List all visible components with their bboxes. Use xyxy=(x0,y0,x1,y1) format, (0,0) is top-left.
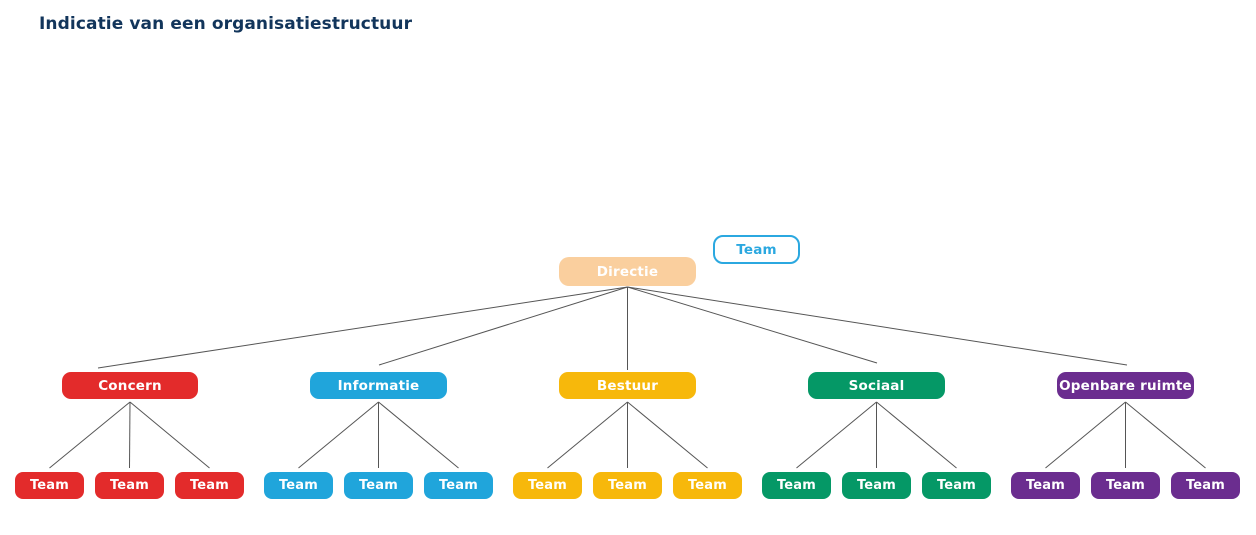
node-team-concern-1[interactable]: Team xyxy=(15,472,84,499)
node-team-concern-3-label: Team xyxy=(189,478,230,493)
page-title: Indicatie van een organisatiestructuur xyxy=(39,14,413,34)
node-team-legend[interactable]: Team xyxy=(713,235,800,264)
node-team-concern-1-label: Team xyxy=(29,478,70,493)
connector-openbare-ruimte-to-team-1 xyxy=(1045,401,1126,469)
connector-directie-to-dept-3 xyxy=(627,286,878,364)
node-team-openbare-ruimte-3[interactable]: Team xyxy=(1171,472,1240,499)
node-team-concern-2[interactable]: Team xyxy=(95,472,164,499)
node-team-sociaal-3-label: Team xyxy=(936,478,977,493)
node-team-concern-3[interactable]: Team xyxy=(175,472,244,499)
node-team-bestuur-2-label: Team xyxy=(607,478,648,493)
node-team-sociaal-3[interactable]: Team xyxy=(922,472,991,499)
connector-sociaal-to-team-3 xyxy=(876,401,957,469)
node-team-sociaal-2-label: Team xyxy=(856,478,897,493)
node-department-openbare-ruimte[interactable]: Openbare ruimte xyxy=(1057,372,1194,399)
node-team-informatie-2-label: Team xyxy=(358,478,399,493)
node-team-bestuur-1[interactable]: Team xyxy=(513,472,582,499)
node-team-openbare-ruimte-1[interactable]: Team xyxy=(1011,472,1080,499)
connector-directie-to-dept-0 xyxy=(97,286,628,369)
node-team-openbare-ruimte-1-label: Team xyxy=(1025,478,1066,493)
node-department-concern-label: Concern xyxy=(98,377,162,394)
node-department-informatie-label: Informatie xyxy=(337,377,420,394)
connector-openbare-ruimte-to-team-3 xyxy=(1125,401,1206,469)
connector-bestuur-to-team-3 xyxy=(627,401,708,469)
node-team-openbare-ruimte-2[interactable]: Team xyxy=(1091,472,1160,499)
node-team-sociaal-2[interactable]: Team xyxy=(842,472,911,499)
node-department-openbare-ruimte-label: Openbare ruimte xyxy=(1059,377,1192,394)
node-department-sociaal-label: Sociaal xyxy=(848,377,905,394)
node-department-bestuur[interactable]: Bestuur xyxy=(559,372,696,399)
node-directie[interactable]: Directie xyxy=(559,257,696,286)
connector-informatie-to-team-1 xyxy=(298,401,379,469)
node-team-openbare-ruimte-3-label: Team xyxy=(1185,478,1226,493)
node-team-legend-label: Team xyxy=(736,241,777,258)
node-department-informatie[interactable]: Informatie xyxy=(310,372,447,399)
node-team-sociaal-1[interactable]: Team xyxy=(762,472,831,499)
node-team-bestuur-3-label: Team xyxy=(687,478,728,493)
node-team-openbare-ruimte-2-label: Team xyxy=(1105,478,1146,493)
connector-concern-to-team-2 xyxy=(129,401,131,469)
connector-informatie-to-team-3 xyxy=(378,401,459,469)
connector-concern-to-team-1 xyxy=(49,401,131,469)
connector-concern-to-team-3 xyxy=(129,401,210,469)
connector-bestuur-to-team-1 xyxy=(547,401,628,469)
node-department-bestuur-label: Bestuur xyxy=(596,377,659,394)
node-directie-label: Directie xyxy=(596,263,659,280)
node-department-sociaal[interactable]: Sociaal xyxy=(808,372,945,399)
node-department-concern[interactable]: Concern xyxy=(62,372,198,399)
node-team-bestuur-2[interactable]: Team xyxy=(593,472,662,499)
node-team-concern-2-label: Team xyxy=(109,478,150,493)
node-team-sociaal-1-label: Team xyxy=(776,478,817,493)
node-team-bestuur-3[interactable]: Team xyxy=(673,472,742,499)
node-team-informatie-1[interactable]: Team xyxy=(264,472,333,499)
connector-directie-to-dept-4 xyxy=(627,286,1128,366)
node-team-informatie-3[interactable]: Team xyxy=(424,472,493,499)
node-team-informatie-2[interactable]: Team xyxy=(344,472,413,499)
node-team-informatie-1-label: Team xyxy=(278,478,319,493)
node-team-bestuur-1-label: Team xyxy=(527,478,568,493)
node-team-informatie-3-label: Team xyxy=(438,478,479,493)
connector-sociaal-to-team-1 xyxy=(796,401,877,469)
connector-directie-to-dept-1 xyxy=(378,286,628,366)
